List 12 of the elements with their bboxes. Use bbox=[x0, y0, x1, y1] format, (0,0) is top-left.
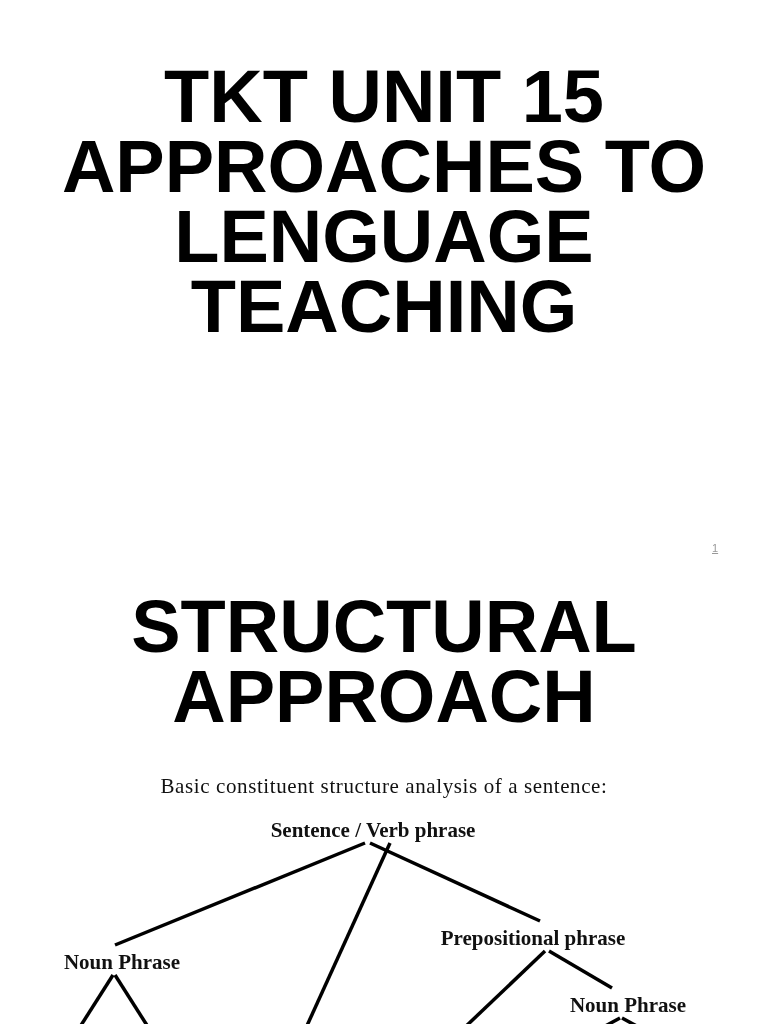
tree-branch-line bbox=[548, 949, 613, 990]
tree-branch-line bbox=[114, 841, 366, 947]
tree-node-label: Sentence / Verb phrase bbox=[213, 819, 533, 841]
diagram-caption: Basic constituent structure analysis of a sentence: bbox=[159, 774, 609, 799]
slide-title: TKT UNIT 15 APPROACHES TO LENGUAGE TEACHING bbox=[60, 62, 708, 342]
tree-branch-line bbox=[369, 841, 541, 923]
tree-node-label: Prepositional phrase bbox=[388, 927, 678, 949]
tree-node-label: Noun Phrase bbox=[533, 994, 723, 1016]
tree-branch-line bbox=[303, 842, 392, 1024]
footnote-link: 1 bbox=[712, 542, 719, 554]
tree-node-label: Noun Phrase bbox=[32, 951, 212, 973]
section-heading: STRUCTURAL APPROACH bbox=[130, 592, 638, 732]
